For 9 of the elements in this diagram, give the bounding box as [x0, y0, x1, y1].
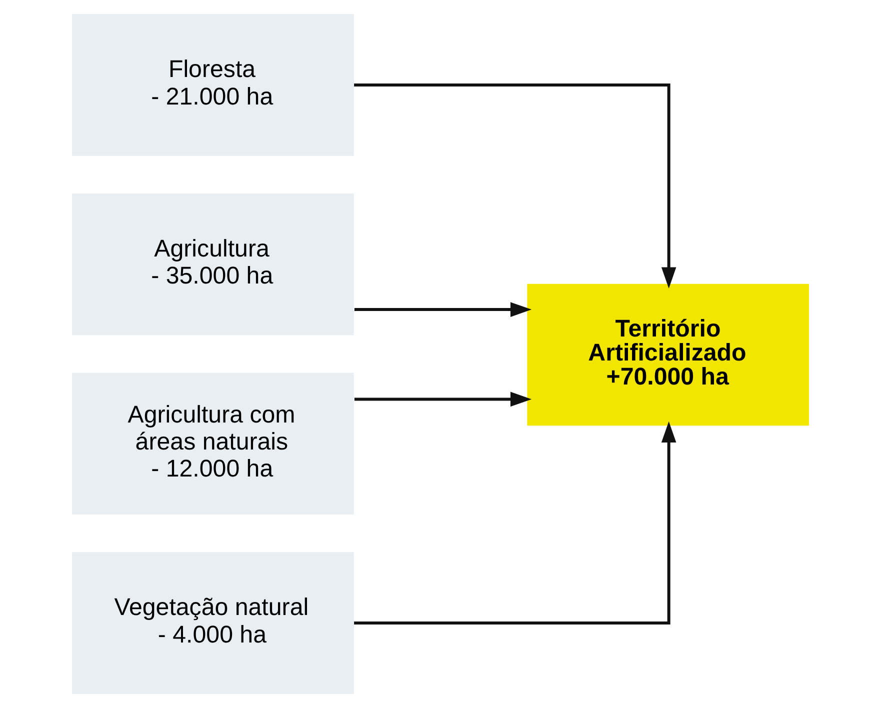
- node-box: Vegetação natural - 4.000 ha: [72, 552, 354, 694]
- arrow: [354, 392, 532, 407]
- arrow: [354, 421, 676, 625]
- arrow: [354, 302, 532, 317]
- node-box: Floresta - 21.000 ha: [72, 14, 354, 156]
- node-box: Agricultura com áreas naturais - 12.000 ha: [72, 372, 354, 514]
- node-box: Território Artificializado +70.000 ha: [527, 284, 809, 426]
- node-box: Agricultura - 35.000 ha: [72, 194, 354, 336]
- arrow: [354, 83, 676, 288]
